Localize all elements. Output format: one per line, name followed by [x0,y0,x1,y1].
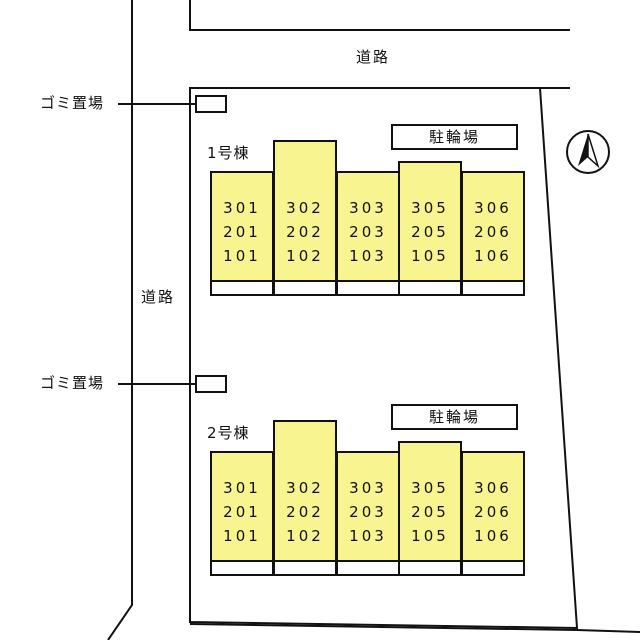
bike-parking-box-2 [391,404,518,430]
garbage-station-top [195,95,227,113]
unit-number: 301 [223,479,261,497]
building-1-balcony-4 [398,280,462,296]
bottom-lot-line [189,623,578,631]
unit-number: 303 [349,199,387,217]
unit-number: 301 [223,199,261,217]
unit-number: 106 [474,247,512,265]
building-label-2: 2号棟 [207,424,250,442]
unit-number: 202 [286,503,324,521]
unit-number: 305 [411,479,449,497]
road-label-left: 道路 [141,288,176,306]
unit-number: 306 [474,479,512,497]
garbage-label-top: ゴミ置場 [40,94,105,112]
unit-number: 101 [223,527,261,545]
unit-number: 206 [474,503,512,521]
unit-stack: 306 206 106 [462,196,524,268]
building-1-balcony-1 [210,280,274,296]
building-2-balcony-5 [461,560,525,576]
buildings-layer [210,140,525,576]
bottom-right-line [576,629,640,633]
unit-number: 202 [286,223,324,241]
unit-stack: 305 205 105 [399,476,461,548]
unit-number: 102 [286,247,324,265]
unit-number: 203 [349,503,387,521]
building-label-1: 1号棟 [207,144,250,162]
unit-number: 102 [286,527,324,545]
unit-stack: 303 203 103 [337,196,399,268]
garbage-station-bottom [195,375,227,393]
unit-number: 203 [349,223,387,241]
unit-number: 302 [286,199,324,217]
unit-stack: 301 201 101 [211,476,273,548]
unit-number: 201 [223,503,261,521]
unit-stack: 302 202 102 [274,476,336,548]
unit-number: 306 [474,199,512,217]
unit-stack: 301 201 101 [211,196,273,268]
unit-number: 305 [411,199,449,217]
road-label-top: 道路 [356,48,391,66]
bike-parking-box-1 [391,124,518,150]
garbage-label-bottom: ゴミ置場 [40,374,105,392]
unit-number: 105 [411,247,449,265]
building-1-column-4 [398,161,462,282]
unit-number: 201 [223,223,261,241]
left-road-edge [107,0,133,640]
unit-number: 106 [474,527,512,545]
unit-number: 103 [349,527,387,545]
north-arrow-icon [566,130,610,174]
bike-parking-label-2: 駐輪場 [428,408,480,426]
unit-number: 101 [223,247,261,265]
building-2-column-5 [461,451,525,562]
unit-stack: 306 206 106 [462,476,524,548]
unit-number: 103 [349,247,387,265]
building-2-balcony-4 [398,560,462,576]
unit-stack: 302 202 102 [274,196,336,268]
unit-stack: 305 205 105 [399,196,461,268]
unit-number: 105 [411,527,449,545]
building-1-column-5 [461,171,525,282]
building-2-balcony-2 [273,560,337,576]
building-2-balcony-1 [210,560,274,576]
building-2-balcony-3 [336,560,400,576]
unit-number: 303 [349,479,387,497]
building-1-balcony-2 [273,280,337,296]
building-1-balcony-3 [336,280,400,296]
unit-stack: 303 203 103 [337,476,399,548]
building-1-balcony-5 [461,280,525,296]
unit-number: 205 [411,503,449,521]
top-lot-boundary [189,0,570,31]
unit-number: 302 [286,479,324,497]
property-boundary [189,87,579,630]
unit-number: 206 [474,223,512,241]
unit-number: 205 [411,223,449,241]
bike-parking-label-1: 駐輪場 [428,128,480,146]
